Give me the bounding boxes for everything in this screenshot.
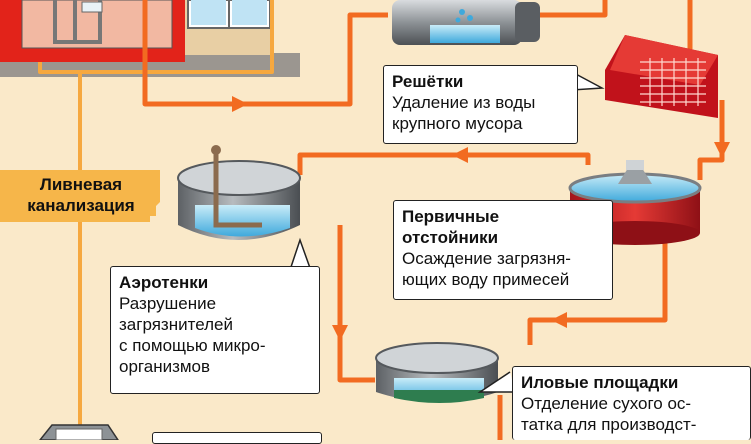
sludge-callout: Иловые площадки Отделение сухого ос- тат…	[512, 366, 751, 440]
sludge-title: Иловые площадки	[521, 373, 679, 392]
lower-device	[39, 424, 119, 440]
stormwater-label: Ливневая канализация	[6, 174, 156, 216]
flow-arrows	[232, 96, 730, 341]
house	[0, 0, 300, 77]
primary-callout: Первичные отстойники Осаждение загрязня-…	[393, 200, 613, 300]
aero-callout: Аэротенки Разрушение загрязнителей с пом…	[110, 266, 320, 394]
aerotank	[177, 145, 301, 240]
primary-title: Первичные	[402, 207, 500, 226]
pump-cylinder	[392, 0, 540, 45]
lower-callout-edge	[152, 432, 322, 444]
aero-title: Аэротенки	[119, 273, 209, 292]
screens-callout: Решётки Удаление из воды крупного мусора	[383, 65, 578, 144]
screens-grid	[605, 35, 718, 118]
sludge-tank	[375, 342, 499, 403]
screens-title: Решётки	[392, 72, 464, 91]
